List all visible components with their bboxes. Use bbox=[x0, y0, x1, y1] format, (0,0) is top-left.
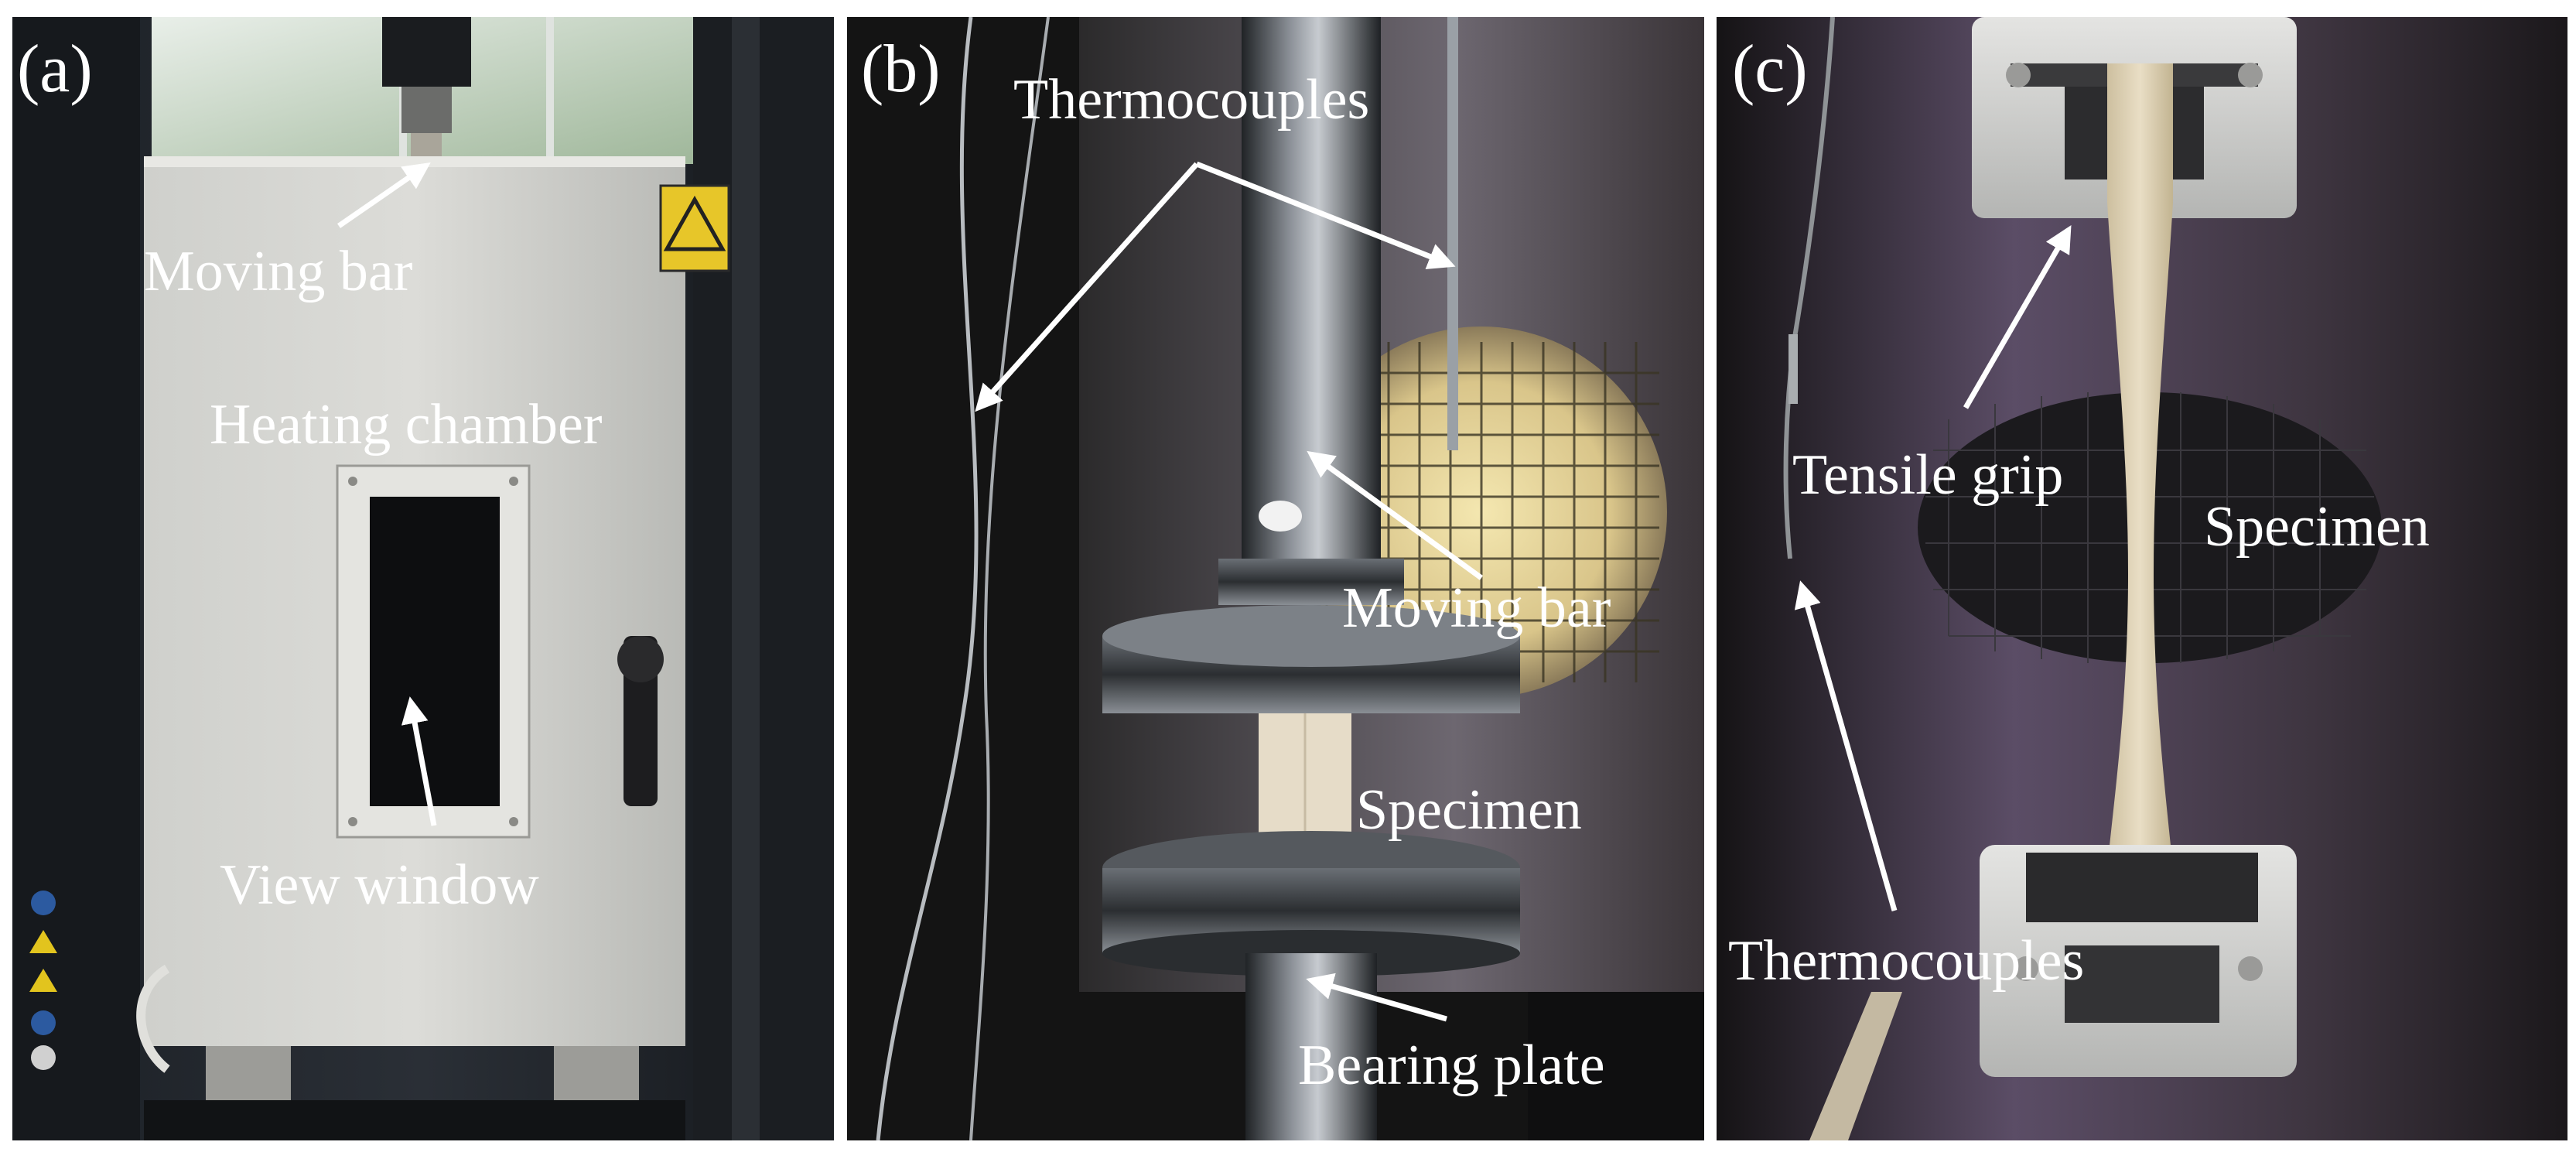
label-specimen-c: Specimen bbox=[2204, 495, 2430, 559]
label-moving-bar-b: Moving bar bbox=[1342, 576, 1611, 640]
label-bearing-plate: Bearing plate bbox=[1298, 1034, 1605, 1097]
label-specimen-b: Specimen bbox=[1356, 778, 1582, 842]
label-tensile-grip: Tensile grip bbox=[1792, 443, 2064, 507]
panel-a-tag: (a) bbox=[17, 32, 93, 107]
label-moving-bar: Moving bar bbox=[144, 240, 413, 303]
panel-b-tag: (b) bbox=[861, 32, 941, 107]
label-thermocouples-b: Thermocouples bbox=[1013, 68, 1370, 132]
photo-tensile-setup bbox=[1717, 17, 2567, 1140]
panel-c: (c) Tensile grip Specimen Thermocouples bbox=[1717, 17, 2567, 1140]
panel-a: (a) Moving bar Heating chamber View wind… bbox=[12, 17, 834, 1140]
photo-heating-chamber bbox=[12, 17, 834, 1140]
panel-c-tag: (c) bbox=[1732, 32, 1808, 107]
label-thermocouples-c: Thermocouples bbox=[1728, 929, 2085, 993]
label-view-window: View window bbox=[220, 853, 539, 917]
panel-b: (b) Thermocouples Moving bar Specimen Be… bbox=[847, 17, 1704, 1140]
label-heating-chamber: Heating chamber bbox=[210, 393, 603, 456]
